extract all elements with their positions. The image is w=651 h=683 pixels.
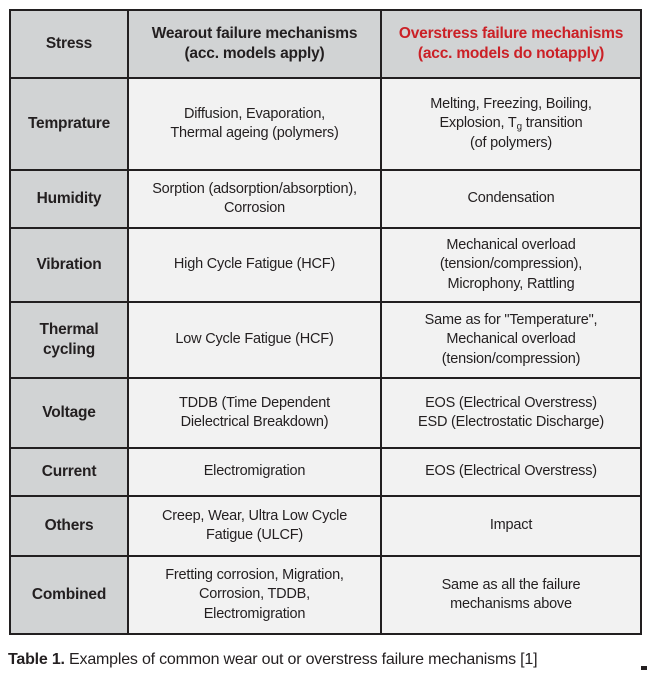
wearout-cell: TDDB (Time Dependent Dielectrical Breakd… bbox=[127, 377, 382, 449]
stress-cell: Thermal cycling bbox=[9, 301, 129, 379]
tg-subscript: g bbox=[516, 121, 522, 133]
row-current: Current Electromigration EOS (Electrical… bbox=[9, 447, 642, 497]
wearout-cell: Fretting corrosion, Migration, Corrosion… bbox=[127, 555, 382, 635]
wearout-cell: Electromigration bbox=[127, 447, 382, 497]
overstress-cell: Condensation bbox=[380, 169, 642, 229]
overstress-cell: Impact bbox=[380, 495, 642, 557]
stress-cell: Current bbox=[9, 447, 129, 497]
overstress-cell: Melting, Freezing, Boiling, Explosion, T… bbox=[380, 77, 642, 171]
row-humidity: Humidity Sorption (adsorption/absorption… bbox=[9, 169, 642, 229]
wearout-cell: Diffusion, Evaporation, Thermal ageing (… bbox=[127, 77, 382, 171]
wearout-cell: High Cycle Fatigue (HCF) bbox=[127, 227, 382, 303]
header-stress: Stress bbox=[9, 9, 129, 79]
row-combined: Combined Fretting corrosion, Migration, … bbox=[9, 555, 642, 635]
overstress-cell: Same as for "Temperature", Mechanical ov… bbox=[380, 301, 642, 379]
stray-mark bbox=[641, 666, 647, 670]
overstress-text-pre: Melting, Freezing, Boiling, Explosion, T bbox=[430, 96, 592, 132]
overstress-cell: EOS (Electrical Overstress) ESD (Electro… bbox=[380, 377, 642, 449]
stress-cell: Humidity bbox=[9, 169, 129, 229]
table-caption-text: Examples of common wear out or overstres… bbox=[64, 651, 538, 668]
table-caption-label: Table 1. bbox=[8, 651, 65, 668]
stress-cell: Combined bbox=[9, 555, 129, 635]
header-wearout: Wearout failure mechanisms (acc. models … bbox=[127, 9, 382, 79]
row-voltage: Voltage TDDB (Time Dependent Dielectrica… bbox=[9, 377, 642, 449]
stress-cell: Vibration bbox=[9, 227, 129, 303]
stress-cell: Others bbox=[9, 495, 129, 557]
header-row: Stress Wearout failure mechanisms (acc. … bbox=[9, 9, 642, 79]
row-temprature: Temprature Diffusion, Evaporation, Therm… bbox=[9, 77, 642, 171]
row-others: Others Creep, Wear, Ultra Low Cycle Fati… bbox=[9, 495, 642, 557]
wearout-cell: Creep, Wear, Ultra Low Cycle Fatigue (UL… bbox=[127, 495, 382, 557]
stress-cell: Temprature bbox=[9, 77, 129, 171]
overstress-cell: EOS (Electrical Overstress) bbox=[380, 447, 642, 497]
failure-mechanisms-table: Stress Wearout failure mechanisms (acc. … bbox=[9, 9, 642, 635]
overstress-text-post: transition (of polymers) bbox=[470, 115, 583, 151]
overstress-cell: Mechanical overload (tension/compression… bbox=[380, 227, 642, 303]
overstress-cell: Same as all the failure mechanisms above bbox=[380, 555, 642, 635]
stress-cell: Voltage bbox=[9, 377, 129, 449]
header-overstress: Overstress failure mechanisms (acc. mode… bbox=[380, 9, 642, 79]
table-caption: Table 1. Examples of common wear out or … bbox=[8, 650, 648, 670]
row-vibration: Vibration High Cycle Fatigue (HCF) Mecha… bbox=[9, 227, 642, 303]
row-thermal-cycling: Thermal cycling Low Cycle Fatigue (HCF) … bbox=[9, 301, 642, 379]
wearout-cell: Low Cycle Fatigue (HCF) bbox=[127, 301, 382, 379]
wearout-cell: Sorption (adsorption/absorption), Corros… bbox=[127, 169, 382, 229]
